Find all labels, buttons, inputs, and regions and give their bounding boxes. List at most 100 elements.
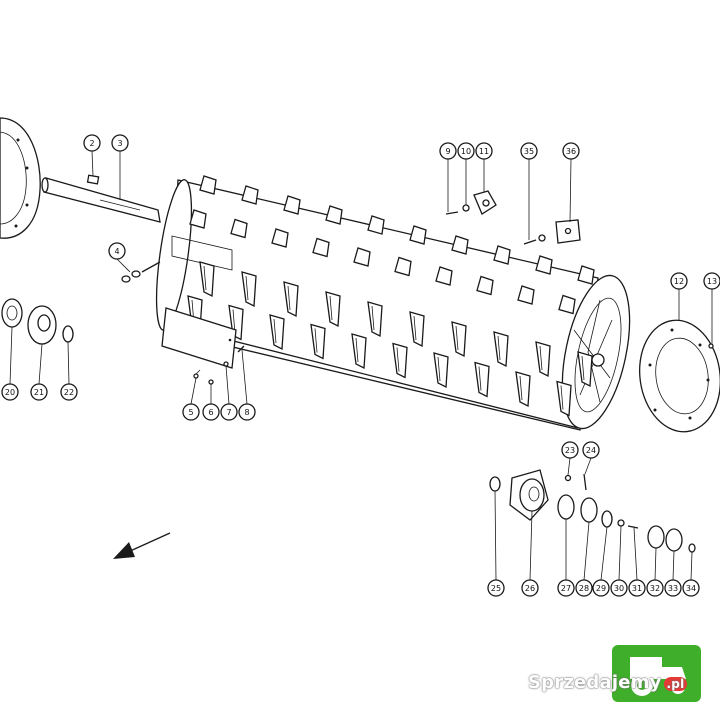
callout-circle: [83, 134, 101, 152]
callout-number: 13: [707, 277, 717, 286]
callout-leader: [672, 550, 675, 581]
callout-leader: [241, 349, 248, 405]
tine: [435, 266, 453, 286]
callout-circle: [487, 579, 505, 597]
callout-number: 9: [445, 147, 450, 156]
tine: [493, 245, 511, 265]
callout-number: 10: [461, 147, 471, 156]
tine: [367, 215, 385, 235]
callout-10: 10: [457, 142, 475, 205]
callout-21: 21: [30, 343, 48, 401]
tine: [283, 195, 301, 215]
tine-edge: [329, 295, 333, 321]
tine: [325, 291, 341, 328]
callout-number: 26: [525, 584, 535, 593]
tine: [535, 341, 551, 378]
tine: [474, 361, 490, 398]
tine: [517, 285, 535, 305]
tine-edge: [519, 375, 523, 401]
tine-edge: [396, 347, 400, 372]
callout-26: 26: [521, 510, 539, 597]
callout-number: 21: [34, 388, 44, 397]
callout-28: 28: [575, 521, 593, 597]
callout-circle: [703, 272, 720, 290]
callout-34: 34: [682, 551, 700, 597]
tine: [367, 301, 383, 338]
callout-leader: [116, 258, 131, 273]
tine-edge: [581, 355, 585, 381]
callout-number: 12: [674, 277, 684, 286]
tine: [558, 294, 576, 315]
callout-number: 34: [686, 584, 696, 593]
callout-2: 2: [83, 134, 101, 177]
tine-edge: [273, 318, 277, 344]
callout-7: 7: [220, 365, 238, 421]
callout-leader: [654, 547, 657, 581]
tine-edge: [413, 315, 417, 341]
tine: [556, 380, 572, 417]
callout-20: 20: [1, 326, 19, 401]
callout-22: 22: [60, 341, 78, 401]
callout-leader: [9, 326, 13, 385]
callout-12: 12: [670, 272, 688, 320]
callout-circle: [520, 142, 538, 160]
callout-number: 22: [64, 388, 74, 397]
callout-number: 36: [566, 147, 576, 156]
callout-number: 35: [524, 147, 534, 156]
watermark-text: Sprzedajemy.pl: [528, 672, 688, 693]
callout-31: 31: [628, 527, 646, 597]
callout-number: 28: [579, 584, 589, 593]
callout-circle: [628, 579, 646, 597]
watermark-suffix: .pl: [663, 677, 688, 691]
callout-leader: [690, 551, 693, 581]
cover-plate: [161, 307, 237, 369]
tine-edge: [437, 356, 441, 382]
callout-number: 32: [650, 584, 660, 593]
callout-number: 7: [226, 408, 231, 417]
tine-edge: [539, 345, 543, 371]
callout-32: 32: [646, 547, 664, 597]
callout-circle: [238, 403, 256, 421]
callout-3: 3: [111, 134, 129, 200]
callout-circle: [582, 441, 600, 459]
tine: [325, 205, 343, 225]
callout-23: 23: [561, 441, 579, 476]
callout-number: 29: [596, 584, 606, 593]
callout-leader: [633, 527, 638, 581]
callout-circle: [646, 579, 664, 597]
tine: [351, 333, 367, 370]
callout-number: 31: [632, 584, 642, 593]
callout-8: 8: [238, 349, 256, 421]
callout-circle: [664, 579, 682, 597]
callout-number: 33: [668, 584, 678, 593]
tine: [409, 225, 427, 245]
bearing-assembly-left: [1, 298, 74, 345]
callout-circle: [610, 579, 628, 597]
callout-circle: [670, 272, 688, 290]
tine: [312, 237, 330, 258]
tine: [535, 255, 553, 275]
tine: [241, 185, 259, 205]
tine: [451, 321, 467, 358]
callout-circle: [60, 383, 78, 401]
rotor-tines: [187, 175, 595, 417]
callout-circle: [561, 441, 579, 459]
tine: [271, 228, 289, 248]
callout-13: 13: [703, 272, 720, 344]
callout-leader: [583, 521, 590, 581]
callout-leader: [38, 343, 43, 385]
callout-leader: [569, 158, 572, 223]
callout-leader: [529, 510, 533, 581]
shaft-key: [86, 174, 100, 185]
callout-circle: [521, 579, 539, 597]
callout-number: 8: [244, 408, 249, 417]
callout-33: 33: [664, 550, 682, 597]
callout-number: 25: [491, 584, 501, 593]
tine: [451, 235, 469, 255]
bolt-set-4: [121, 261, 161, 283]
callout-circle: [475, 142, 493, 160]
callout-36: 36: [562, 142, 580, 223]
right-flange: [638, 319, 720, 433]
